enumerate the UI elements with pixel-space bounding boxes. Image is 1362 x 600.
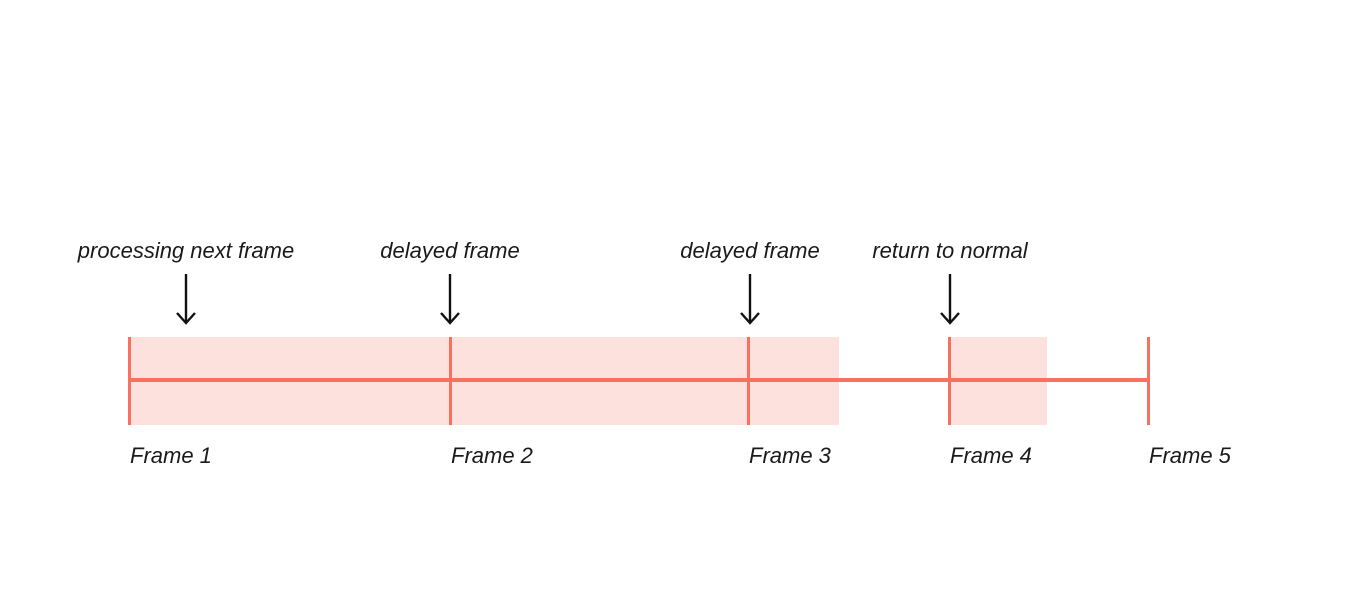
frame-tick xyxy=(448,337,452,425)
annotation-label: processing next frame xyxy=(77,238,295,263)
down-arrow-icon xyxy=(740,274,760,325)
down-arrow-icon xyxy=(176,274,196,325)
frame-label: Frame 3 xyxy=(749,443,831,468)
annotation-label: delayed frame xyxy=(380,238,520,263)
down-arrow-icon xyxy=(936,273,964,326)
down-arrow-icon xyxy=(940,274,960,325)
frame-label: Frame 2 xyxy=(451,443,533,468)
down-arrow-icon xyxy=(172,273,200,326)
frame-label: Frame 4 xyxy=(950,443,1032,468)
down-arrow-icon xyxy=(440,274,460,325)
frame-tick xyxy=(746,337,750,425)
down-arrow-icon xyxy=(436,273,464,326)
frame-tick xyxy=(127,337,131,425)
annotation-label: return to normal xyxy=(872,238,1028,263)
timeline-baseline xyxy=(128,378,1150,382)
frame-tick xyxy=(947,337,951,425)
down-arrow-icon xyxy=(736,273,764,326)
annotation-label: delayed frame xyxy=(680,238,820,263)
frame-label: Frame 1 xyxy=(130,443,212,468)
frame-label: Frame 5 xyxy=(1149,443,1231,468)
frame-tick xyxy=(1146,337,1150,425)
